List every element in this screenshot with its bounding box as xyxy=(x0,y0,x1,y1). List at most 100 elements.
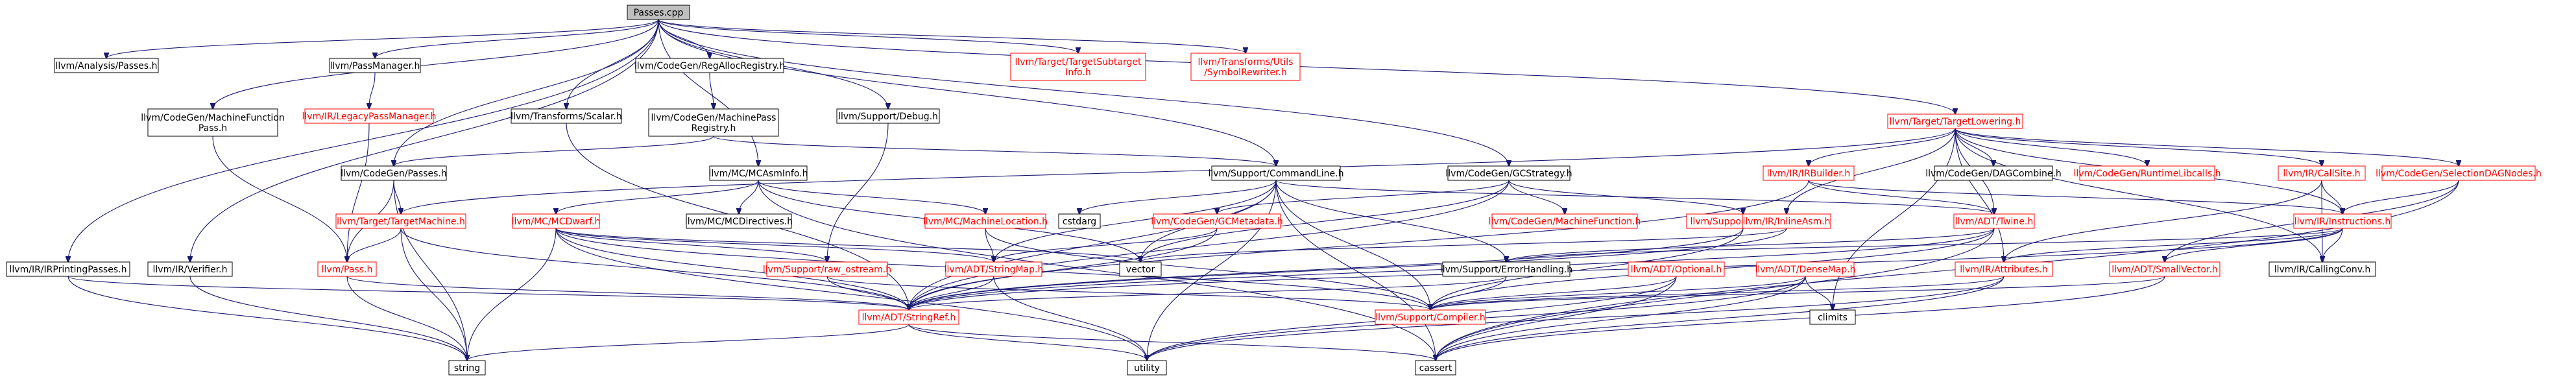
node-box xyxy=(1153,213,1281,229)
edge-small_vector-to-support_compiler xyxy=(1430,276,2165,310)
node-cassert: cassert xyxy=(1415,360,1456,376)
node-dense_map[interactable]: llvm/ADT/DenseMap.h xyxy=(1755,261,1856,277)
node-codegen_passes[interactable]: llvm/CodeGen/Passes.h xyxy=(341,165,447,181)
node-box xyxy=(1934,165,2053,181)
node-transforms_scalar[interactable]: llvm/Transforms/Scalar.h xyxy=(511,108,622,124)
node-box xyxy=(6,261,130,277)
node-label: llvm/Support/CommandLine.h xyxy=(1209,169,1344,179)
edge-target_lowering-to-ir_builder xyxy=(1809,128,1956,166)
node-target_lowering[interactable]: llvm/Target/TargetLowering.h xyxy=(1887,113,2023,129)
node-small_vector[interactable]: llvm/ADT/SmallVector.h xyxy=(2109,261,2221,277)
edge-target_lowering-to-selection_dag_nodes xyxy=(1955,128,2459,166)
node-dag_combine[interactable]: llvm/CodeGen/DAGCombine.h xyxy=(1925,165,2062,181)
node-label: llvm/Pass.h xyxy=(322,265,373,275)
edge-inline_asm-to-string_ref xyxy=(909,228,1787,310)
edge-ir_printing_passes-to-string xyxy=(67,276,467,361)
node-mc_dwarf[interactable]: llvm/MC/MCDwarf.h xyxy=(512,213,601,229)
node-support_debug[interactable]: llvm/Support/Debug.h xyxy=(836,108,940,124)
edge-mc_dwarf-to-string xyxy=(467,228,557,361)
node-label: llvm/Analysis/Passes.h xyxy=(55,61,157,71)
edge-target_lowering-to-climits xyxy=(1833,128,1956,310)
node-string_ref[interactable]: llvm/ADT/StringRef.h xyxy=(858,309,959,325)
edge-target_machine-to-string_ref xyxy=(400,228,909,310)
node-adt_twine[interactable]: llvm/ADT/Twine.h xyxy=(1953,213,2035,229)
node-symbol_rewriter[interactable]: llvm/Transforms/Utils/SymbolRewriter.h xyxy=(1190,53,1301,81)
node-box xyxy=(2079,165,2215,181)
node-label: llvm/ADT/Optional.h xyxy=(1631,265,1722,275)
node-error_handling[interactable]: llvm/Support/ErrorHandling.h xyxy=(1440,261,1572,277)
node-box xyxy=(1628,261,1725,277)
edge-ir_builder-to-string_ref xyxy=(909,180,1809,310)
node-reg_alloc_registry[interactable]: llvm/CodeGen/RegAllocRegistry.h xyxy=(634,58,785,73)
edge-mc_asminfo-to-machine_location xyxy=(758,180,985,214)
node-mc_directives[interactable]: llvm/MC/MCDirectives.h xyxy=(685,213,793,229)
node-inline_asm[interactable]: llvm/IR/InlineAsm.h xyxy=(1742,213,1831,229)
node-label: llvm/CodeGen/RegAllocRegistry.h xyxy=(634,61,785,71)
edge-target_lowering-to-ir_attributes xyxy=(1955,128,2004,262)
node-ir_printing_passes[interactable]: llvm/IR/IRPrintingPasses.h xyxy=(6,261,130,277)
edge-dense_map-to-cassert xyxy=(1436,276,1806,361)
node-ir_verifier[interactable]: llvm/IR/Verifier.h xyxy=(147,261,233,277)
node-label: Passes.cpp xyxy=(634,8,684,18)
node-mc_asminfo[interactable]: llvm/MC/MCAsmInfo.h xyxy=(709,165,808,181)
edge-target_machine-to-llvm_pass xyxy=(347,228,402,262)
node-adt_optional[interactable]: llvm/ADT/Optional.h xyxy=(1628,261,1725,277)
node-box xyxy=(341,165,447,181)
node-label: llvm/ADT/SmallVector.h xyxy=(2112,265,2218,275)
node-box xyxy=(2293,213,2392,229)
node-box xyxy=(1058,213,1101,229)
edge-command_line-to-adt_twine xyxy=(1275,180,1994,214)
node-box xyxy=(1763,165,1855,181)
edge-error_handling-to-string_ref xyxy=(909,276,1507,310)
node-machine_location[interactable]: llvm/MC/MachineLocation.h xyxy=(923,213,1048,229)
node-ir_attributes[interactable]: llvm/IR/Attributes.h xyxy=(1955,261,2053,277)
node-ir_instructions[interactable]: llvm/IR/Instructions.h xyxy=(2293,213,2392,229)
node-machine_function[interactable]: llvm/CodeGen/MachineFunction.h xyxy=(1489,213,1641,229)
edge-ir_builder-to-ir_instructions xyxy=(1808,180,2342,214)
node-label: climits xyxy=(1818,313,1848,323)
node-string_map[interactable]: llvm/ADT/StringMap.h xyxy=(945,261,1044,277)
node-box xyxy=(2278,165,2366,181)
node-utility: utility xyxy=(1127,360,1167,376)
node-passes_cpp[interactable]: Passes.cpp xyxy=(627,5,690,20)
edge-command_line-to-cstdarg xyxy=(1079,180,1277,214)
edge-ir_instructions-to-ir_attributes xyxy=(2004,228,2343,262)
node-target_machine[interactable]: llvm/Target/TargetMachine.h xyxy=(335,213,466,229)
edge-string_ref-to-string xyxy=(467,324,909,361)
edge-mc_dwarf-to-string_ref xyxy=(555,228,909,310)
node-label: Registry.h xyxy=(692,123,736,134)
node-label: llvm/Target/TargetSubtarget xyxy=(1015,57,1142,67)
node-label: Pass.h xyxy=(199,123,227,134)
node-label: llvm/CodeGen/MachineFunction.h xyxy=(1489,217,1641,227)
node-box xyxy=(1375,309,1486,325)
edge-gc_strategy-to-gc_metadata xyxy=(1217,180,1510,214)
node-cstdarg: cstdarg xyxy=(1058,213,1101,229)
edge-passes_cpp-to-target_subtarget xyxy=(658,19,1078,53)
edge-selection_dag_nodes-to-cassert xyxy=(1436,180,2459,361)
edge-support_registry-to-string_ref xyxy=(909,228,1744,310)
edge-ir_builder-to-adt_twine xyxy=(1808,180,1994,214)
edge-target_lowering-to-callsite xyxy=(1955,128,2322,166)
node-selection_dag_nodes[interactable]: llvm/CodeGen/SelectionDAGNodes.h xyxy=(2376,165,2542,181)
node-runtime_libcalls[interactable]: llvm/CodeGen/RuntimeLibcalls.h xyxy=(2073,165,2221,181)
node-climits: climits xyxy=(1809,309,1856,325)
node-analysis_passes[interactable]: llvm/Analysis/Passes.h xyxy=(54,58,159,73)
edge-ir_printing_passes-to-string_ref xyxy=(67,276,909,310)
node-gc_strategy[interactable]: llvm/CodeGen/GCStrategy.h xyxy=(1445,165,1572,181)
node-calling_conv[interactable]: llvm/IR/CallingConv.h xyxy=(2269,261,2376,277)
node-command_line[interactable]: llvm/Support/CommandLine.h xyxy=(1209,165,1344,181)
node-ir_builder[interactable]: llvm/IR/IRBuilder.h xyxy=(1763,165,1855,181)
node-legacy_passmanager[interactable]: llvm/IR/LegacyPassManager.h xyxy=(302,108,437,124)
node-label: /SymbolRewriter.h xyxy=(1204,67,1287,78)
node-label: utility xyxy=(1134,363,1160,374)
node-label: llvm/Support/Compiler.h xyxy=(1375,313,1486,323)
node-raw_ostream[interactable]: llvm/Support/raw_ostream.h xyxy=(763,261,891,277)
node-gc_metadata[interactable]: llvm/CodeGen/GCMetadata.h xyxy=(1151,213,1283,229)
node-llvm_pass[interactable]: llvm/Pass.h xyxy=(317,261,377,277)
node-callsite[interactable]: llvm/IR/CallSite.h xyxy=(2278,165,2366,181)
node-codegen_passmanager[interactable]: llvm/PassManager.h xyxy=(329,58,421,73)
node-support_compiler[interactable]: llvm/Support/Compiler.h xyxy=(1375,309,1486,325)
